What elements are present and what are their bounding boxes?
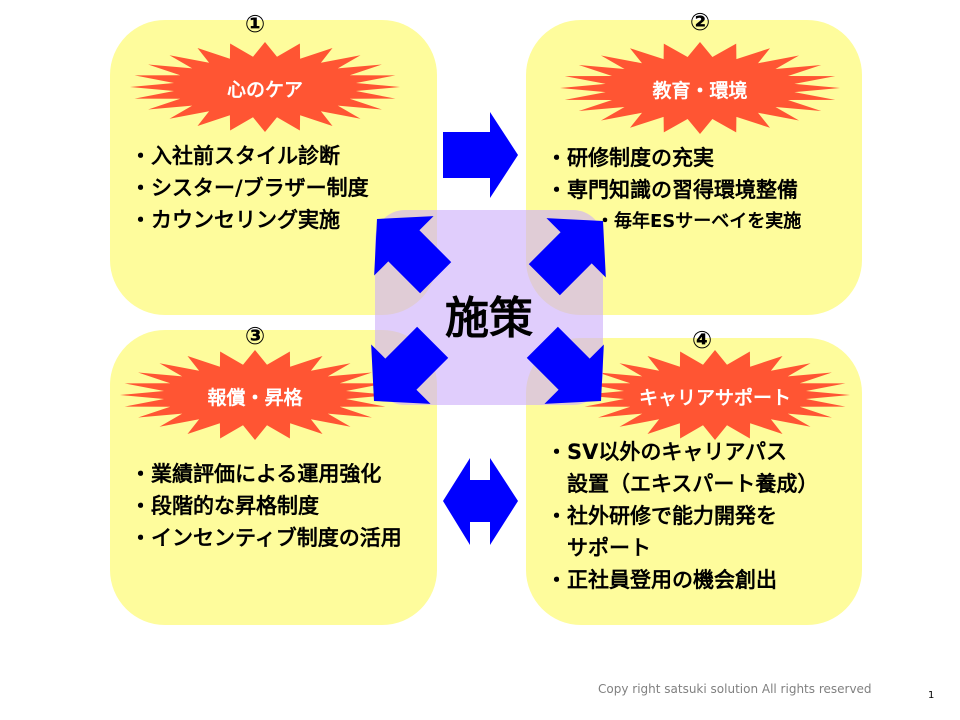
burst-polygon: [120, 350, 390, 440]
list-item: ・社外研修で能力開発を: [546, 504, 777, 528]
list-sub-item: ・毎年ESサーベイを実施: [596, 211, 802, 232]
list-item: ・業績評価による運用強化: [130, 462, 382, 486]
list-item: ・段階的な昇格制度: [130, 494, 319, 518]
list-item: ・インセンティブ制度の活用: [130, 526, 402, 550]
quadrant-4-title: キャリアサポート: [638, 387, 791, 409]
center-title: 施策: [445, 293, 533, 344]
quadrant-2-list: ・研修制度の充実 ・専門知識の習得環境整備 ・毎年ESサーベイを実施: [546, 142, 801, 238]
quadrant-2-burst: 教育・環境: [560, 42, 840, 134]
right-arrow-icon: [443, 112, 518, 198]
list-item: ・正社員登用の機会創出: [546, 568, 777, 592]
quadrant-1-number: ①: [244, 10, 266, 38]
quadrant-4-burst: キャリアサポート: [580, 350, 850, 440]
list-item: ・研修制度の充実: [546, 146, 714, 170]
list-item: ・カウンセリング実施: [130, 208, 340, 232]
quadrant-1-burst: 心のケア: [130, 42, 400, 132]
quadrant-3-list: ・業績評価による運用強化 ・段階的な昇格制度 ・インセンティブ制度の活用: [130, 458, 402, 554]
quadrant-2-number: ②: [689, 8, 711, 36]
list-item: ・シスター/ブラザー制度: [130, 176, 369, 200]
list-item: サポート: [546, 536, 651, 560]
burst-shape: [580, 350, 850, 440]
quadrant-3-title: 報償・昇格: [207, 387, 303, 409]
quadrant-3-number: ③: [244, 322, 266, 350]
arrow-down-right-icon: [526, 326, 604, 404]
quadrant-2-title: 教育・環境: [652, 80, 748, 102]
page-number: 1: [928, 690, 935, 701]
quadrant-3-burst: 報償・昇格: [120, 350, 390, 440]
arrow-down-left-icon: [371, 326, 449, 404]
quadrant-1-list: ・入社前スタイル診断 ・シスター/ブラザー制度 ・カウンセリング実施: [130, 140, 369, 236]
list-item: ・専門知識の習得環境整備: [546, 178, 798, 202]
copyright-footer: Copy right satsuki solution All rights r…: [598, 682, 872, 696]
quadrant-4-number: ④: [691, 326, 713, 354]
burst-polygon: [580, 350, 850, 440]
burst-shape: [120, 350, 390, 440]
list-item: 設置（エキスパート養成）: [546, 472, 819, 496]
burst-polygon: [560, 42, 840, 134]
arrow-up-left-icon: [374, 216, 452, 294]
quadrant-1-title: 心のケア: [226, 79, 303, 101]
double-arrow-icon: [443, 458, 518, 545]
burst-shape: [130, 42, 400, 132]
arrow-up-right-icon: [528, 218, 606, 296]
quadrant-4-list: ・SV以外のキャリアパス 設置（エキスパート養成） ・社外研修で能力開発を サポ…: [546, 436, 818, 596]
list-item: ・入社前スタイル診断: [130, 144, 340, 168]
list-item: ・SV以外のキャリアパス: [546, 440, 787, 464]
burst-polygon: [130, 42, 400, 132]
burst-shape: [560, 42, 840, 134]
